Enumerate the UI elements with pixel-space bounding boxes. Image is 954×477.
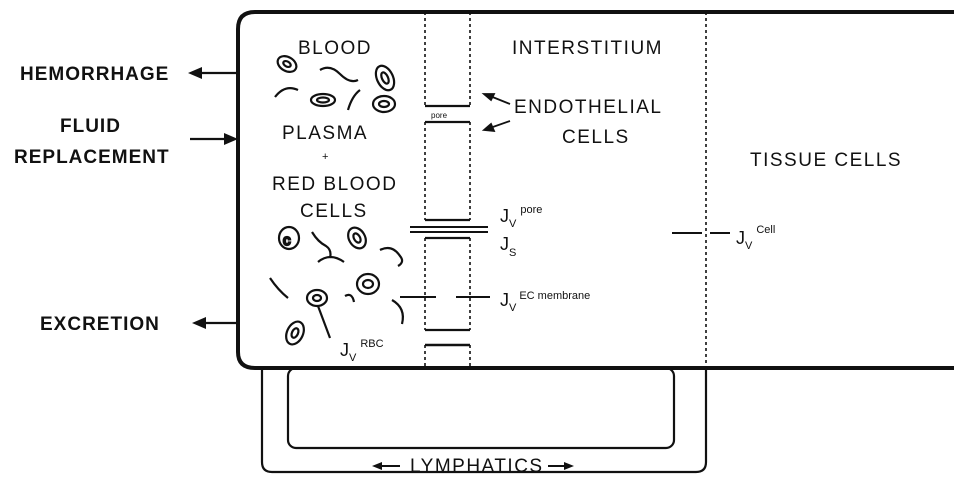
rbc-icon	[345, 295, 354, 302]
endothelial-cells-label: CELLS	[562, 127, 630, 148]
flux-jv-cell: JVCell	[672, 224, 775, 252]
rbc-icon	[373, 96, 395, 112]
svg-text:JVpore: JVpore	[500, 204, 542, 230]
svg-text:JVRBC: JVRBC	[340, 338, 384, 364]
lymphatics-label-group: LYMPHATICS	[372, 456, 574, 477]
tissue-cells-label: TISSUE CELLS	[750, 150, 902, 171]
hemorrhage-label: HEMORRHAGE	[20, 64, 169, 85]
rbc-icon	[270, 278, 288, 298]
plasma-label: PLASMA	[282, 123, 368, 144]
interstitium-label: INTERSTITIUM	[512, 38, 663, 59]
plus-label: +	[322, 151, 328, 163]
replacement-label: REPLACEMENT	[14, 147, 170, 168]
pore-label: pore	[431, 111, 448, 120]
svg-text:JVCell: JVCell	[736, 224, 775, 252]
lymphatics-label: LYMPHATICS	[410, 456, 544, 477]
svg-text:JS: JS	[500, 234, 516, 259]
red-blood-label: RED BLOOD	[272, 174, 397, 195]
rbc-icon	[307, 290, 327, 306]
rbc-icon	[320, 68, 358, 81]
rbc-icon	[345, 224, 370, 251]
rbc-icon	[275, 88, 298, 97]
rbc-icon	[318, 257, 344, 262]
rbc-icon	[357, 274, 379, 294]
rbc-icon	[312, 232, 331, 258]
fluid-replacement-arrow-icon	[224, 133, 238, 145]
fluid-label: FLUID	[60, 116, 121, 137]
excretion-arrow-icon	[192, 317, 206, 329]
endothelial-label: ENDOTHELIAL	[514, 97, 662, 118]
excretion-group: EXCRETION	[40, 314, 238, 335]
rbc-icon	[311, 94, 335, 106]
fluid-replacement-group: FLUID REPLACEMENT	[14, 116, 238, 168]
excretion-label: EXCRETION	[40, 314, 160, 335]
svg-text:JVEC membrane: JVEC membrane	[500, 290, 590, 314]
blood-label: BLOOD	[298, 38, 372, 59]
rbc-icon	[283, 319, 308, 348]
endothelial-pointers	[484, 94, 510, 131]
hemorrhage-arrow-icon	[188, 67, 202, 79]
svg-text:c: c	[283, 232, 291, 249]
cells-label: CELLS	[300, 201, 368, 222]
flux-jv-rbc: JVRBC	[340, 338, 384, 364]
endothelial-wall	[425, 12, 470, 368]
flux-jv-pore: JVpore	[410, 204, 542, 232]
rbc-icon	[372, 63, 397, 93]
flux-js: JS	[500, 234, 516, 259]
rbc-icon	[380, 248, 402, 266]
flux-jv-ec-membrane: JVEC membrane	[400, 290, 590, 314]
rbc-icon	[392, 300, 403, 324]
rbc-icon	[275, 53, 299, 75]
rbc-icon	[348, 90, 360, 110]
hemorrhage-group: HEMORRHAGE	[20, 64, 238, 85]
